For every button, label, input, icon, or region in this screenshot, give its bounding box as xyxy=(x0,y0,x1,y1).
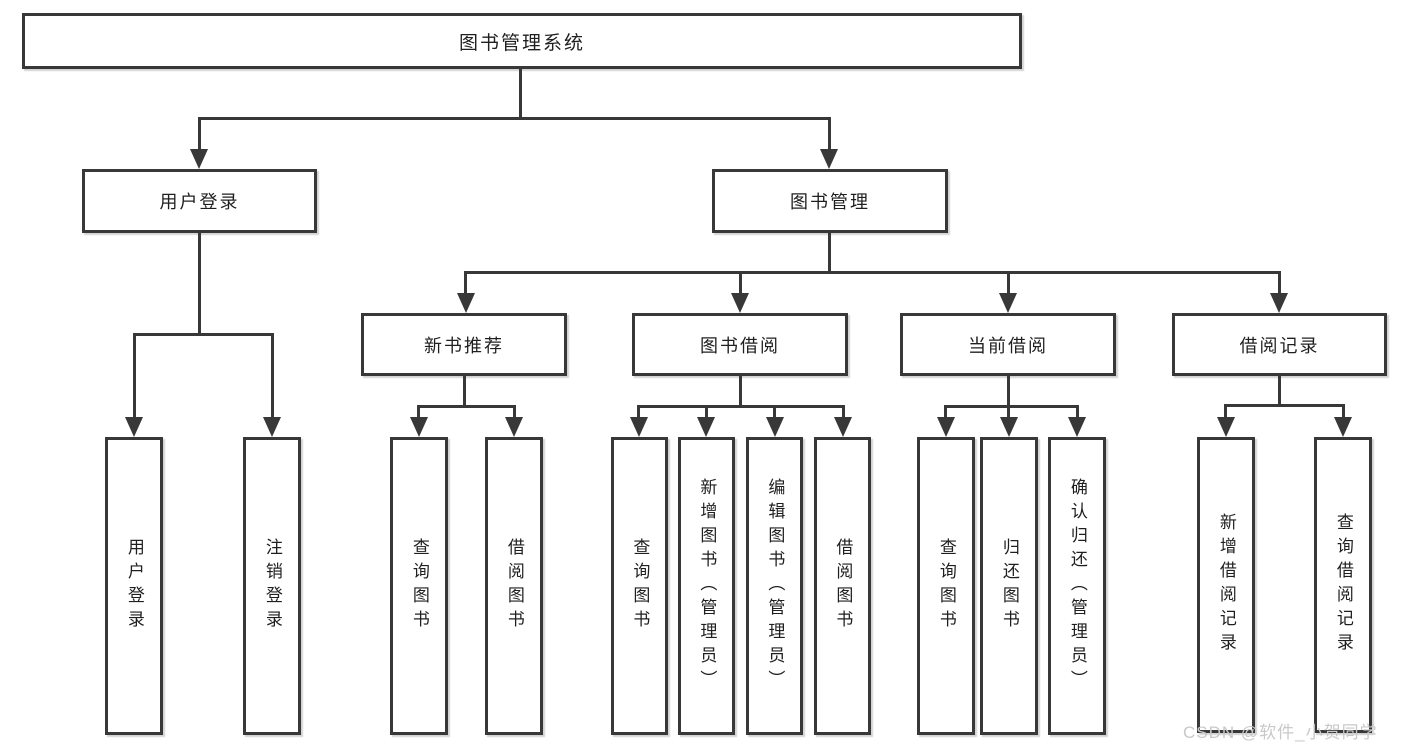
arrow-down-icon xyxy=(1000,417,1018,437)
node-user-login: 用户登录 xyxy=(82,169,317,233)
connector-drop-borrow-record xyxy=(1278,271,1281,295)
connector-drop xyxy=(513,405,516,419)
node-label: 查询借阅记录 xyxy=(1333,513,1353,657)
node-label: 新增借阅记录 xyxy=(1216,513,1236,657)
connector-drop-login xyxy=(133,333,136,419)
node-logout: 注销登录 xyxy=(243,437,301,735)
connector-drop-book-mgmt xyxy=(828,117,831,151)
node-new-book: 新书推荐 xyxy=(361,313,567,376)
node-current-return: 归还图书 xyxy=(980,437,1038,735)
node-label: 新书推荐 xyxy=(424,335,504,356)
node-label: 新增图书（管理员） xyxy=(697,478,717,694)
arrow-down-icon xyxy=(766,417,784,437)
node-newbook-borrow: 借阅图书 xyxy=(485,437,543,735)
node-label: 图书管理 xyxy=(790,192,870,212)
node-bookborrow-borrow: 借阅图书 xyxy=(814,437,871,735)
arrow-down-icon xyxy=(937,417,955,437)
connector-drop xyxy=(1007,405,1010,419)
connector-drop xyxy=(705,405,708,419)
connector-drop xyxy=(1076,405,1079,419)
node-bookborrow-edit: 编辑图书（管理员） xyxy=(746,437,803,735)
node-label: 用户登录 xyxy=(124,538,144,634)
connector-currentborrow-hline xyxy=(944,405,1079,408)
node-label: 查询图书 xyxy=(630,538,650,634)
connector-borrowrecord-vline xyxy=(1278,376,1281,407)
connector-drop xyxy=(637,405,640,419)
node-bookborrow-add: 新增图书（管理员） xyxy=(678,437,735,735)
connector-root-vline xyxy=(519,68,522,120)
node-label: 用户登录 xyxy=(159,192,240,212)
connector-userlogin-hline xyxy=(133,333,274,336)
node-record-query: 查询借阅记录 xyxy=(1314,437,1372,733)
connector-newbook-vline xyxy=(463,376,466,408)
connector-drop-current-borrow xyxy=(1007,271,1010,295)
arrow-down-icon xyxy=(820,149,838,169)
connector-drop xyxy=(842,405,845,419)
connector-newbook-hline xyxy=(417,405,516,408)
arrow-down-icon xyxy=(999,293,1017,313)
node-newbook-query: 查询图书 xyxy=(390,437,448,735)
node-current-confirm-return: 确认归还（管理员） xyxy=(1048,437,1106,735)
connector-userlogin-vline xyxy=(198,233,201,336)
node-label: 归还图书 xyxy=(999,538,1019,634)
node-root: 图书管理系统 xyxy=(22,13,1022,69)
arrow-down-icon xyxy=(1334,417,1352,437)
connector-bookmgmt-hline xyxy=(464,271,1281,274)
node-record-add: 新增借阅记录 xyxy=(1197,437,1255,733)
connector-drop xyxy=(417,405,420,419)
node-label: 查询图书 xyxy=(936,538,956,634)
arrow-down-icon xyxy=(1068,417,1086,437)
node-book-borrow: 图书借阅 xyxy=(632,313,848,376)
node-book-mgmt: 图书管理 xyxy=(712,169,948,233)
node-borrow-record: 借阅记录 xyxy=(1172,313,1387,376)
node-label: 当前借阅 xyxy=(968,335,1048,356)
connector-bookmgmt-vline xyxy=(828,233,831,274)
arrow-down-icon xyxy=(125,417,143,437)
arrow-down-icon xyxy=(505,417,523,437)
connector-drop xyxy=(944,405,947,419)
node-label: 借阅记录 xyxy=(1239,335,1320,356)
arrow-down-icon xyxy=(630,417,648,437)
node-label: 注销登录 xyxy=(262,538,282,634)
connector-drop xyxy=(773,405,776,419)
arrow-down-icon xyxy=(190,149,208,169)
connector-currentborrow-vline xyxy=(1007,376,1010,408)
connector-drop xyxy=(1224,404,1227,419)
node-label: 图书管理系统 xyxy=(458,32,585,54)
node-label: 编辑图书（管理员） xyxy=(765,478,785,694)
arrow-down-icon xyxy=(1217,417,1235,437)
arrow-down-icon xyxy=(731,293,749,313)
node-label: 确认归还（管理员） xyxy=(1067,478,1087,694)
connector-drop-book-borrow xyxy=(739,271,742,295)
connector-bookborrow-hline xyxy=(637,405,845,408)
connector-bookborrow-vline xyxy=(739,376,742,408)
node-current-borrow: 当前借阅 xyxy=(900,313,1116,376)
arrow-down-icon xyxy=(410,417,428,437)
connector-drop-logout xyxy=(271,333,274,419)
node-label: 查询图书 xyxy=(409,538,429,634)
arrow-down-icon xyxy=(834,417,852,437)
node-label: 借阅图书 xyxy=(833,538,853,634)
connector-drop xyxy=(1342,404,1345,419)
connector-borrowrecord-hline xyxy=(1224,404,1345,407)
node-login: 用户登录 xyxy=(105,437,163,735)
arrow-down-icon xyxy=(263,417,281,437)
node-label: 借阅图书 xyxy=(504,538,524,634)
node-bookborrow-query: 查询图书 xyxy=(611,437,668,735)
node-current-query: 查询图书 xyxy=(917,437,975,735)
arrow-down-icon xyxy=(457,293,475,313)
connector-drop-new-book xyxy=(464,271,467,295)
arrow-down-icon xyxy=(1270,293,1288,313)
arrow-down-icon xyxy=(697,417,715,437)
connector-root-hline xyxy=(198,117,831,120)
node-label: 图书借阅 xyxy=(700,335,780,356)
connector-drop-user-login xyxy=(198,117,201,151)
csdn-watermark: CSDN @软件_小贺同学 xyxy=(1183,723,1378,742)
